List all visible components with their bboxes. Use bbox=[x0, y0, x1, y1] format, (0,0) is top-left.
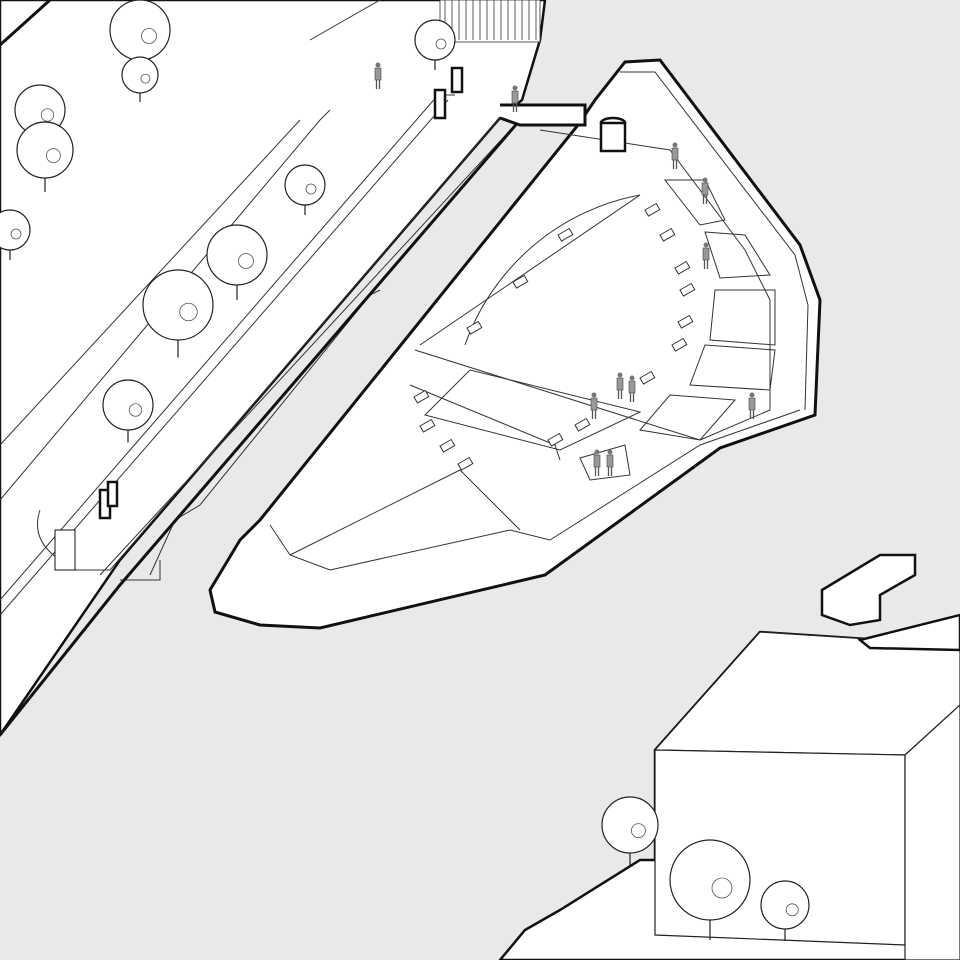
cylinder-kiosk bbox=[599, 121, 627, 153]
bench bbox=[644, 202, 661, 217]
canal-left-edge bbox=[0, 119, 522, 736]
bench bbox=[674, 260, 691, 275]
person-figure bbox=[593, 449, 601, 476]
tree-icon bbox=[414, 19, 456, 70]
tree-icon bbox=[206, 224, 268, 300]
bench bbox=[659, 227, 676, 242]
trees bbox=[0, 0, 810, 941]
top-left-edge bbox=[0, 0, 52, 47]
tree-icon bbox=[0, 209, 31, 260]
peninsula-plaza bbox=[208, 58, 822, 630]
person-figure bbox=[702, 242, 710, 269]
tree-icon bbox=[601, 796, 659, 867]
bench bbox=[677, 314, 694, 329]
person-figure bbox=[628, 375, 636, 402]
person-figure bbox=[748, 392, 756, 419]
tree-icon bbox=[16, 121, 74, 192]
bench bbox=[457, 456, 474, 471]
pillars bbox=[54, 66, 464, 571]
bench bbox=[574, 417, 591, 432]
peninsula-lines bbox=[269, 71, 809, 571]
bench bbox=[557, 227, 574, 242]
tree-icon bbox=[121, 56, 159, 102]
bench bbox=[466, 320, 483, 335]
benches bbox=[413, 202, 696, 471]
bench bbox=[639, 370, 656, 385]
person-figure bbox=[374, 62, 382, 89]
bench bbox=[439, 438, 456, 453]
person-figure bbox=[701, 177, 709, 204]
building-block bbox=[653, 631, 960, 960]
tree-icon bbox=[760, 880, 810, 941]
bench bbox=[419, 418, 436, 433]
person-figure bbox=[616, 372, 624, 399]
bench bbox=[679, 282, 696, 297]
tree-icon bbox=[142, 269, 214, 358]
tree-icon bbox=[102, 379, 154, 443]
stairs-top bbox=[439, 0, 541, 43]
tree-icon bbox=[669, 839, 751, 940]
bench bbox=[547, 432, 564, 447]
tree-icon bbox=[284, 164, 326, 215]
person-figure bbox=[511, 85, 519, 112]
bench bbox=[413, 389, 430, 404]
bench bbox=[512, 274, 529, 289]
people bbox=[374, 62, 756, 476]
bridge bbox=[499, 103, 587, 127]
person-figure bbox=[590, 392, 598, 419]
upper-right-structure bbox=[820, 553, 960, 652]
person-figure bbox=[606, 449, 614, 476]
person-figure bbox=[671, 142, 679, 169]
bench bbox=[671, 337, 688, 352]
